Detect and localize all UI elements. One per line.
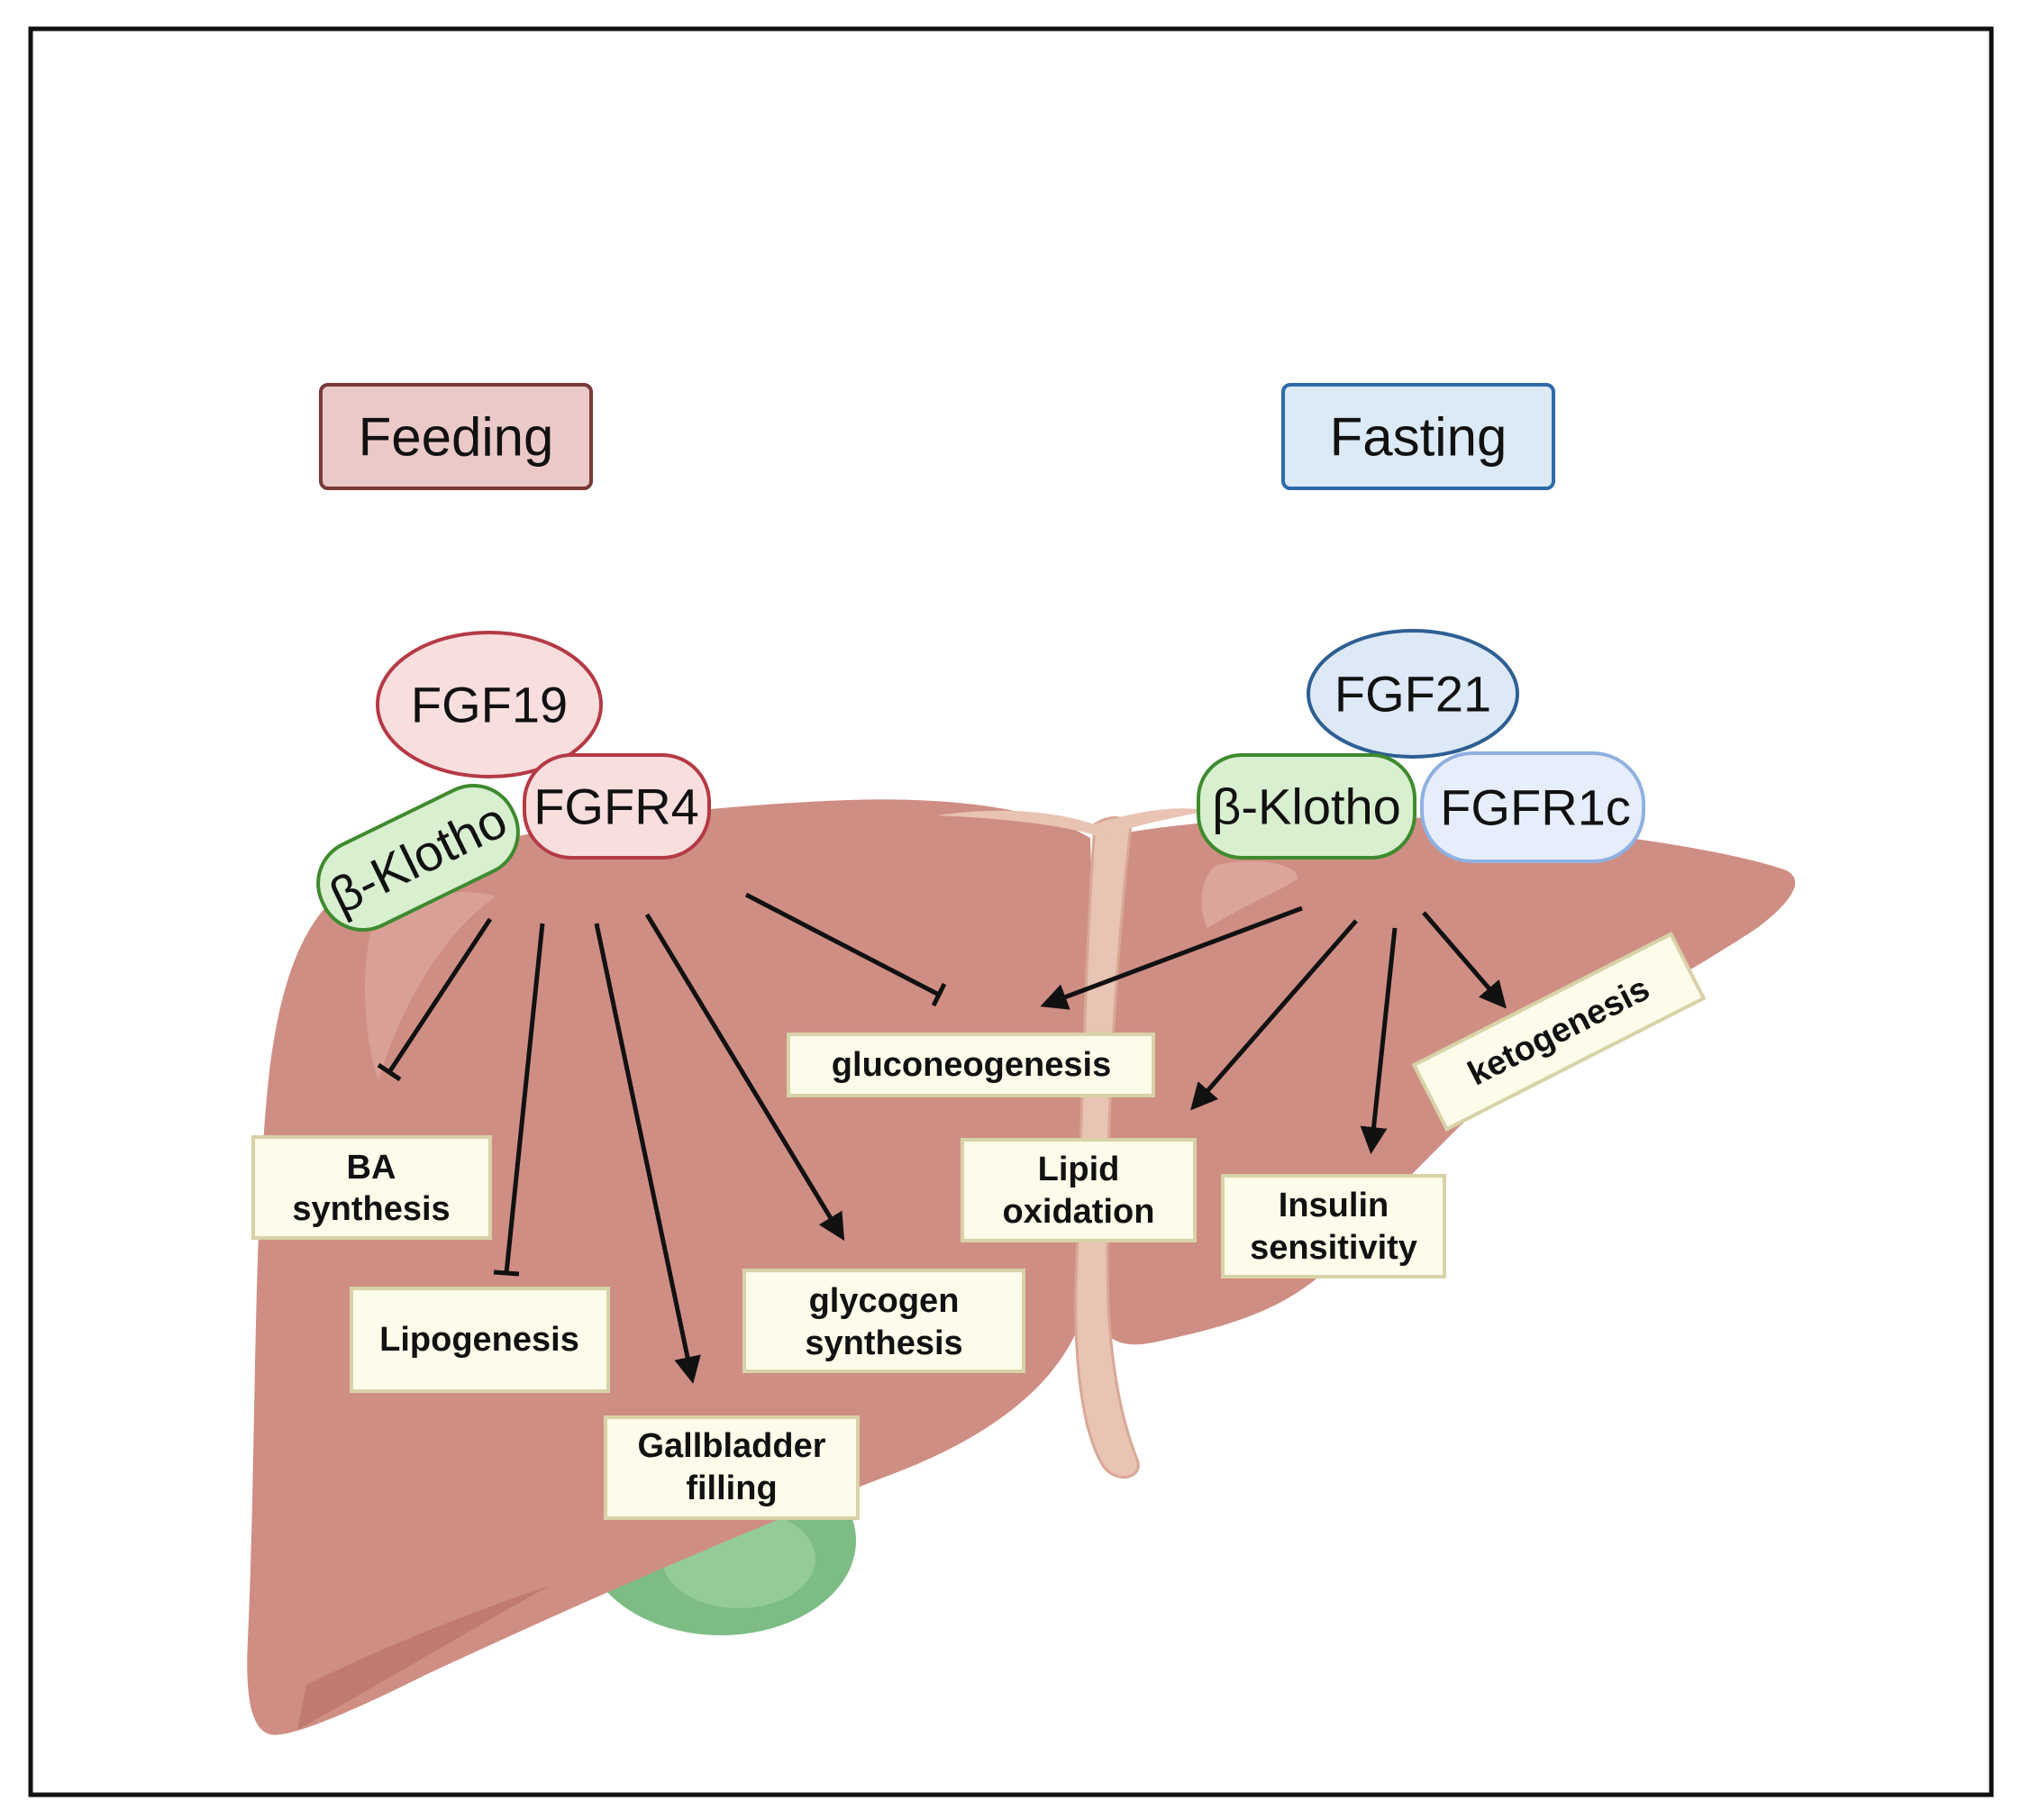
process-gluconeogenesis: gluconeogenesis	[787, 1033, 1155, 1097]
fgfr1c-node	[1420, 751, 1645, 863]
arrow-insulin-sensitivity	[1360, 927, 1398, 1154]
lipid-oxidation-line-1: Lipid	[1038, 1151, 1120, 1188]
gallbladder-filling-line-2: filling	[686, 1470, 777, 1507]
process-lipid-oxidation: Lipid oxidation	[961, 1138, 1197, 1242]
fgfr4-node	[523, 753, 711, 860]
arrow-gluconeogenesis	[1040, 905, 1303, 1010]
fgf21-node	[1307, 629, 1519, 759]
inhibit-lipogenesis	[504, 923, 545, 1274]
process-ba-synthesis: BA synthesis	[251, 1135, 492, 1240]
fasting-label: Fasting	[1330, 407, 1507, 468]
insulin-sensitivity-line-1: Insulin	[1279, 1187, 1389, 1224]
process-lipogenesis: Lipogenesis	[350, 1287, 610, 1393]
process-glycogen-synthesis: glycogen synthesis	[742, 1269, 1025, 1373]
lipid-oxidation-line-2: oxidation	[1003, 1193, 1155, 1231]
arrow-glycogen-synthesis	[644, 913, 845, 1242]
fgf21-label: FGF21	[1334, 666, 1491, 723]
lipogenesis-label: Lipogenesis	[379, 1321, 579, 1359]
klotho-right-label: β-Klotho	[1212, 778, 1401, 835]
fgf21-complex: FGF21 FGFR1c β-Klotho	[1197, 629, 1645, 863]
fgf19-complex: FGF19 FGFR4 β-Klotho	[316, 631, 711, 933]
feeding-header: Feeding	[319, 383, 593, 490]
gluconeogenesis-label: gluconeogenesis	[832, 1046, 1111, 1084]
fgfr4-label: FGFR4	[533, 778, 699, 835]
process-gallbladder-filling: Gallbladder filling	[604, 1415, 860, 1520]
fgf19-edges	[377, 892, 947, 1384]
liver-illustration	[247, 799, 1796, 1735]
fasting-header: Fasting	[1281, 383, 1555, 490]
glycogen-synthesis-line-2: synthesis	[805, 1324, 962, 1362]
insulin-sensitivity-line-2: sensitivity	[1250, 1229, 1417, 1267]
feeding-label: Feeding	[359, 407, 554, 468]
fgfr1c-label: FGFR1c	[1440, 779, 1631, 836]
inhibit-ba-synthesis	[387, 917, 493, 1074]
process-insulin-sensitivity: Insulin sensitivity	[1221, 1174, 1446, 1279]
arrow-gallbladder-filling	[594, 923, 701, 1384]
figure-frame	[28, 26, 1994, 1797]
inhibit-gluconeogenesis	[744, 892, 941, 997]
gallbladder-filling-line-1: Gallbladder	[637, 1427, 825, 1465]
fgf19-node	[376, 631, 603, 778]
klotho-right-node	[1197, 753, 1416, 860]
ba-synthesis-line-2: synthesis	[292, 1190, 450, 1228]
arrow-ketogenesis	[1422, 911, 1507, 1009]
fgf19-label: FGF19	[411, 677, 568, 733]
ba-synthesis-line-1: BA	[347, 1149, 396, 1187]
arrow-lipid-oxidation	[1190, 919, 1358, 1111]
fgf21-edges	[1040, 905, 1507, 1154]
glycogen-synthesis-line-1: glycogen	[809, 1282, 960, 1320]
klotho-left-node	[316, 783, 520, 933]
